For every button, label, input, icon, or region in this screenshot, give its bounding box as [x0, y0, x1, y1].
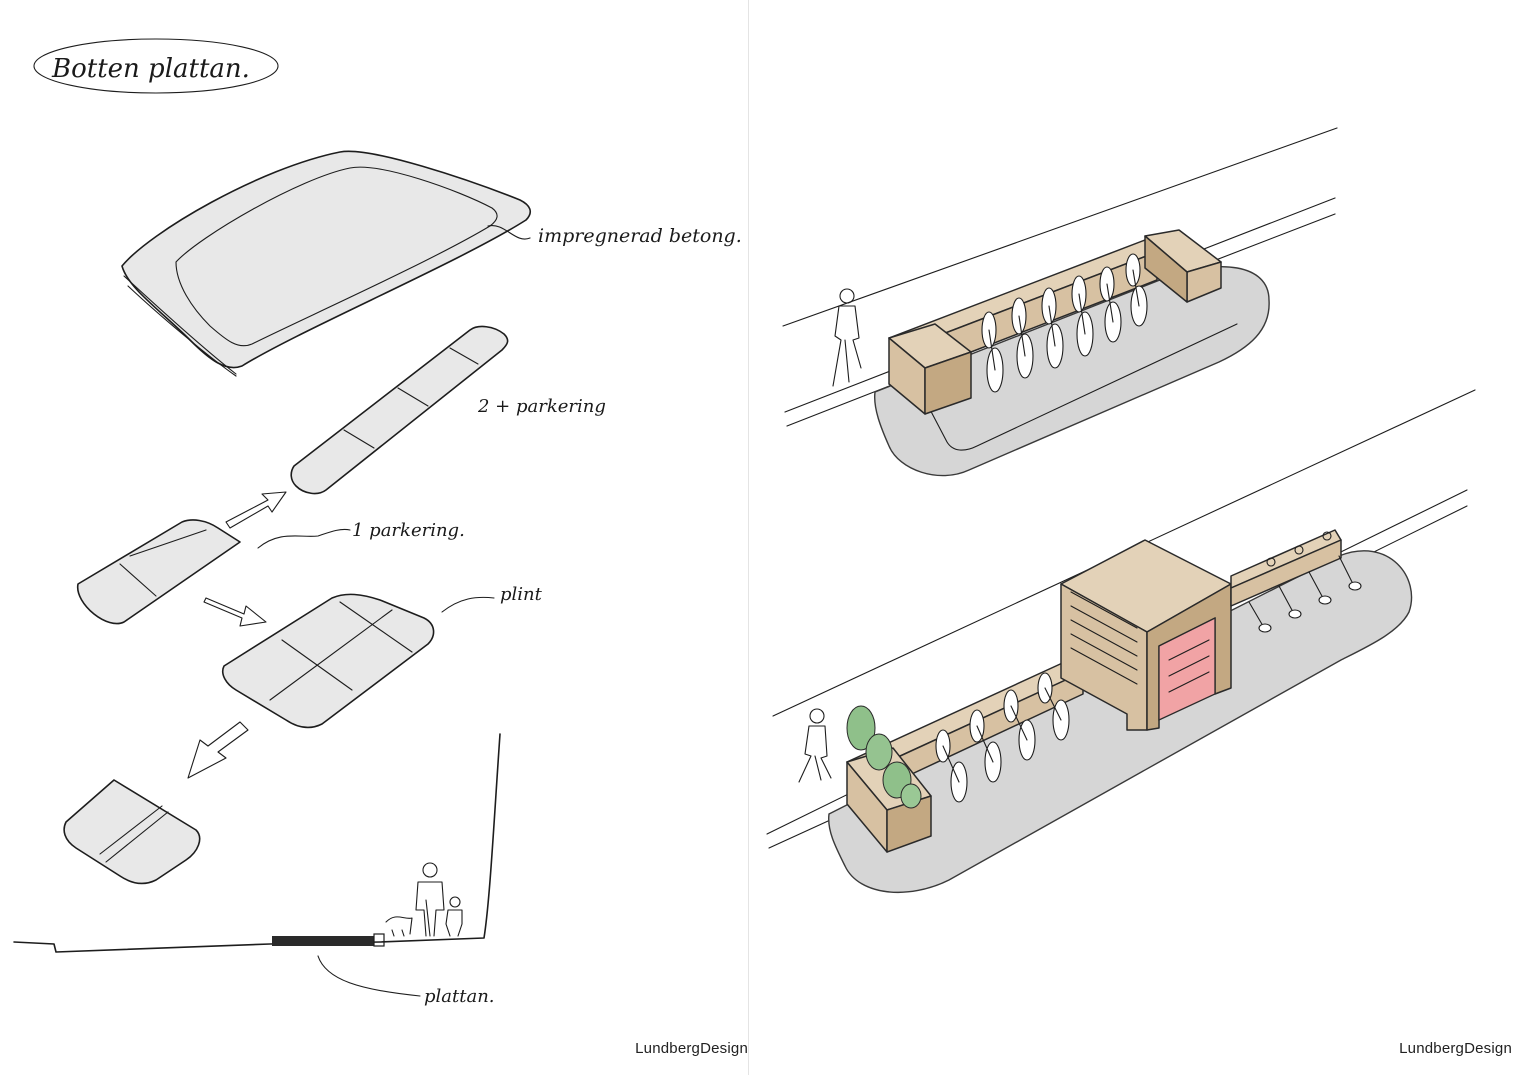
arrow-down-left [187, 721, 249, 779]
title-label: Botten plattan. [51, 54, 250, 84]
scooters [1248, 531, 1362, 633]
slab-section [272, 936, 374, 946]
leader-concrete [487, 225, 531, 240]
brand-logo-right: LundbergDesign [1399, 1040, 1512, 1057]
ground-pad [828, 550, 1413, 894]
label-slab: plattan. [424, 986, 495, 1007]
pedestrian-figure [798, 708, 832, 783]
bicycles [981, 253, 1148, 393]
single-unit-sketch [76, 519, 241, 625]
arrow-up [225, 491, 287, 529]
label-parking-2: 2 + parkering [477, 396, 606, 417]
section-sketch [13, 733, 501, 953]
street-line [782, 127, 1338, 327]
leader-parking-1 [257, 528, 351, 549]
bicycles [935, 672, 1070, 803]
right-sketch-drawing [766, 127, 1476, 894]
double-unit-sketch [221, 593, 435, 729]
label-parking-1: 1 parkering. [352, 520, 465, 541]
title-bubble [33, 38, 279, 94]
arrow-down-right [203, 597, 267, 627]
leader-plinth [441, 596, 495, 613]
ground-pad [874, 266, 1270, 477]
bottom-scene [766, 389, 1476, 894]
left-sketch-drawing: Botten plattan. impregnerad betong. 2 + … [13, 38, 742, 1007]
left-sketch-sheet: Botten plattan. impregnerad betong. 2 + … [0, 0, 749, 1075]
pedestrian-figure [832, 288, 862, 387]
top-scene [782, 127, 1338, 477]
label-concrete: impregnerad betong. [538, 225, 742, 247]
leader-slab [317, 955, 421, 997]
label-plinth: plint [500, 584, 543, 605]
shrubs [846, 705, 922, 809]
parking-strip-sketch [290, 325, 509, 495]
gate-structure [1060, 539, 1232, 731]
brand-logo-left: LundbergDesign [635, 1040, 748, 1057]
right-sketch-sheet: LundbergDesign [749, 0, 1520, 1075]
folded-unit-sketch [63, 779, 201, 885]
